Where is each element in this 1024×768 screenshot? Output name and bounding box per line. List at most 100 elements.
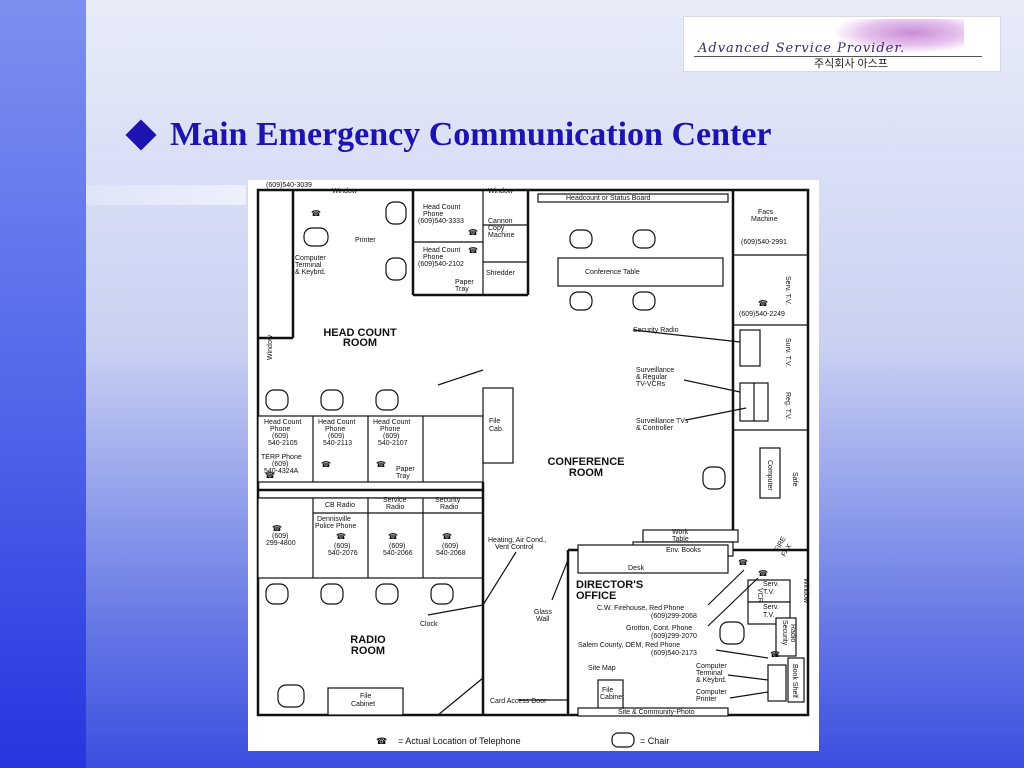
label: VCR	[756, 588, 763, 603]
diamond-bullet-icon	[125, 119, 157, 151]
door-swing	[437, 369, 484, 386]
label: Serv.	[763, 604, 779, 611]
label: Police Phone	[315, 523, 356, 530]
chairs	[265, 201, 745, 708]
label: Phone	[270, 426, 290, 433]
left-accent-bar	[0, 0, 86, 768]
label: 540-2107	[378, 440, 408, 447]
label: Computer	[696, 663, 727, 670]
label: Window	[488, 188, 514, 195]
label: Cabinet	[351, 701, 375, 708]
label: Work	[672, 529, 689, 536]
telephone-icon: ☎	[758, 569, 768, 578]
company-logo: Advanced Service Provider. 주식회사 아스프	[683, 16, 1001, 72]
label: & Keybrd.	[295, 269, 326, 276]
label: (609)299-2068	[651, 613, 697, 620]
label: (609)540-2173	[651, 650, 697, 657]
label: Table	[672, 536, 689, 543]
label: Card Access Door	[490, 698, 547, 705]
computer-box	[759, 447, 781, 499]
label: Surv. T.V.	[784, 338, 791, 367]
computer-terminal-box	[767, 664, 787, 702]
label: (609)	[272, 461, 288, 468]
label: Computer	[766, 460, 773, 491]
telephone-icon: ☎	[336, 532, 346, 541]
label: Shredder	[486, 270, 515, 277]
room-radio-line1: RADIO	[350, 634, 386, 646]
legend: ☎ = Actual Location of Telephone = Chair	[376, 732, 669, 748]
label: Head Count	[373, 419, 410, 426]
plan-labels: (609)540-3039 Window Window Printer Comp…	[261, 182, 787, 716]
label: Paper	[396, 466, 415, 473]
label: Cabinet	[600, 694, 624, 701]
label: 540-2066	[383, 550, 413, 557]
label: Vent Control	[495, 544, 534, 551]
room-head-count-line1: HEAD COUNT	[323, 327, 397, 339]
decorative-band	[86, 185, 246, 205]
label: (609)	[272, 533, 288, 540]
legend-chair-text: = Chair	[640, 736, 669, 746]
label: Head Count	[423, 204, 460, 211]
logo-script-text: Advanced Service Provider.	[698, 41, 906, 56]
label: 540-2105	[268, 440, 298, 447]
label: Glass	[534, 609, 552, 616]
label: Radio	[386, 504, 404, 511]
label: Clock	[420, 621, 438, 628]
label: Wall	[536, 616, 550, 623]
work-table	[642, 529, 739, 543]
label: Radio	[440, 504, 458, 511]
room-conference-line1: CONFERENCE	[547, 456, 624, 468]
label: (609)540-2249	[739, 311, 785, 318]
label: Security Radio	[633, 327, 679, 334]
label: (609)540-2991	[741, 239, 787, 246]
security-radio-dir-box	[775, 617, 797, 657]
telephone-icon: ☎	[770, 650, 780, 659]
label: Cab.	[489, 426, 504, 433]
label: Serv.	[763, 581, 779, 588]
label: Serv. T.V.	[784, 276, 791, 305]
label: Paper	[455, 279, 474, 286]
label: Surveillance	[636, 367, 674, 374]
telephone-icon: ☎	[376, 460, 386, 469]
label: Headcount or Status Board	[566, 195, 651, 202]
status-board	[537, 193, 729, 203]
legend-telephone-text: = Actual Location of Telephone	[398, 736, 521, 746]
label: Site Map	[588, 665, 616, 672]
logo-korean-text: 주식회사 아스프	[814, 58, 888, 70]
label: Terminal	[696, 670, 723, 677]
label: Head Count	[318, 419, 355, 426]
radio-desk	[257, 497, 484, 579]
label: & Keybrd.	[696, 677, 727, 684]
label: Phone	[423, 254, 443, 261]
label: 540-2068	[436, 550, 466, 557]
telephone-icon: ☎	[272, 524, 282, 533]
label: (609)299-2070	[651, 633, 697, 640]
label: Cannon	[488, 218, 513, 225]
headcount-desk	[257, 415, 484, 483]
label: Safe	[791, 472, 798, 487]
logo-swoosh	[834, 19, 964, 53]
label: Copy	[488, 225, 505, 232]
label: C.W. Firehouse, Red Phone	[597, 605, 684, 612]
label: (609)	[442, 543, 458, 550]
label: Desk	[628, 565, 644, 572]
label: (609)	[272, 433, 288, 440]
label: Phone	[325, 426, 345, 433]
telephone-icon: ☎	[311, 209, 321, 218]
label: Head Count	[264, 419, 301, 426]
label: Book Shelf	[791, 664, 798, 698]
floor-plan: ☎ ☎ ☎ ☎ ☎ ☎ ☎ ☎ ☎ ☎ ☎ ☎ ☎ ☎ HEAD COUNT R…	[248, 180, 819, 751]
label: Grotton, Cont. Phone	[626, 625, 692, 632]
legend-telephone-icon: ☎	[376, 736, 387, 746]
label: (609)	[328, 433, 344, 440]
file-cabinet-dir	[597, 679, 624, 711]
telephone-icon: ☎	[468, 228, 478, 237]
label: Phone	[380, 426, 400, 433]
label: Printer	[355, 237, 376, 244]
label: (609)540-3039	[266, 182, 312, 189]
label: Site & Community-Photo	[618, 709, 695, 716]
room-conference-line2: ROOM	[569, 467, 603, 479]
security-radio-box	[739, 329, 761, 367]
label: Head Count	[423, 247, 460, 254]
file-cabinet-radio	[327, 687, 404, 716]
